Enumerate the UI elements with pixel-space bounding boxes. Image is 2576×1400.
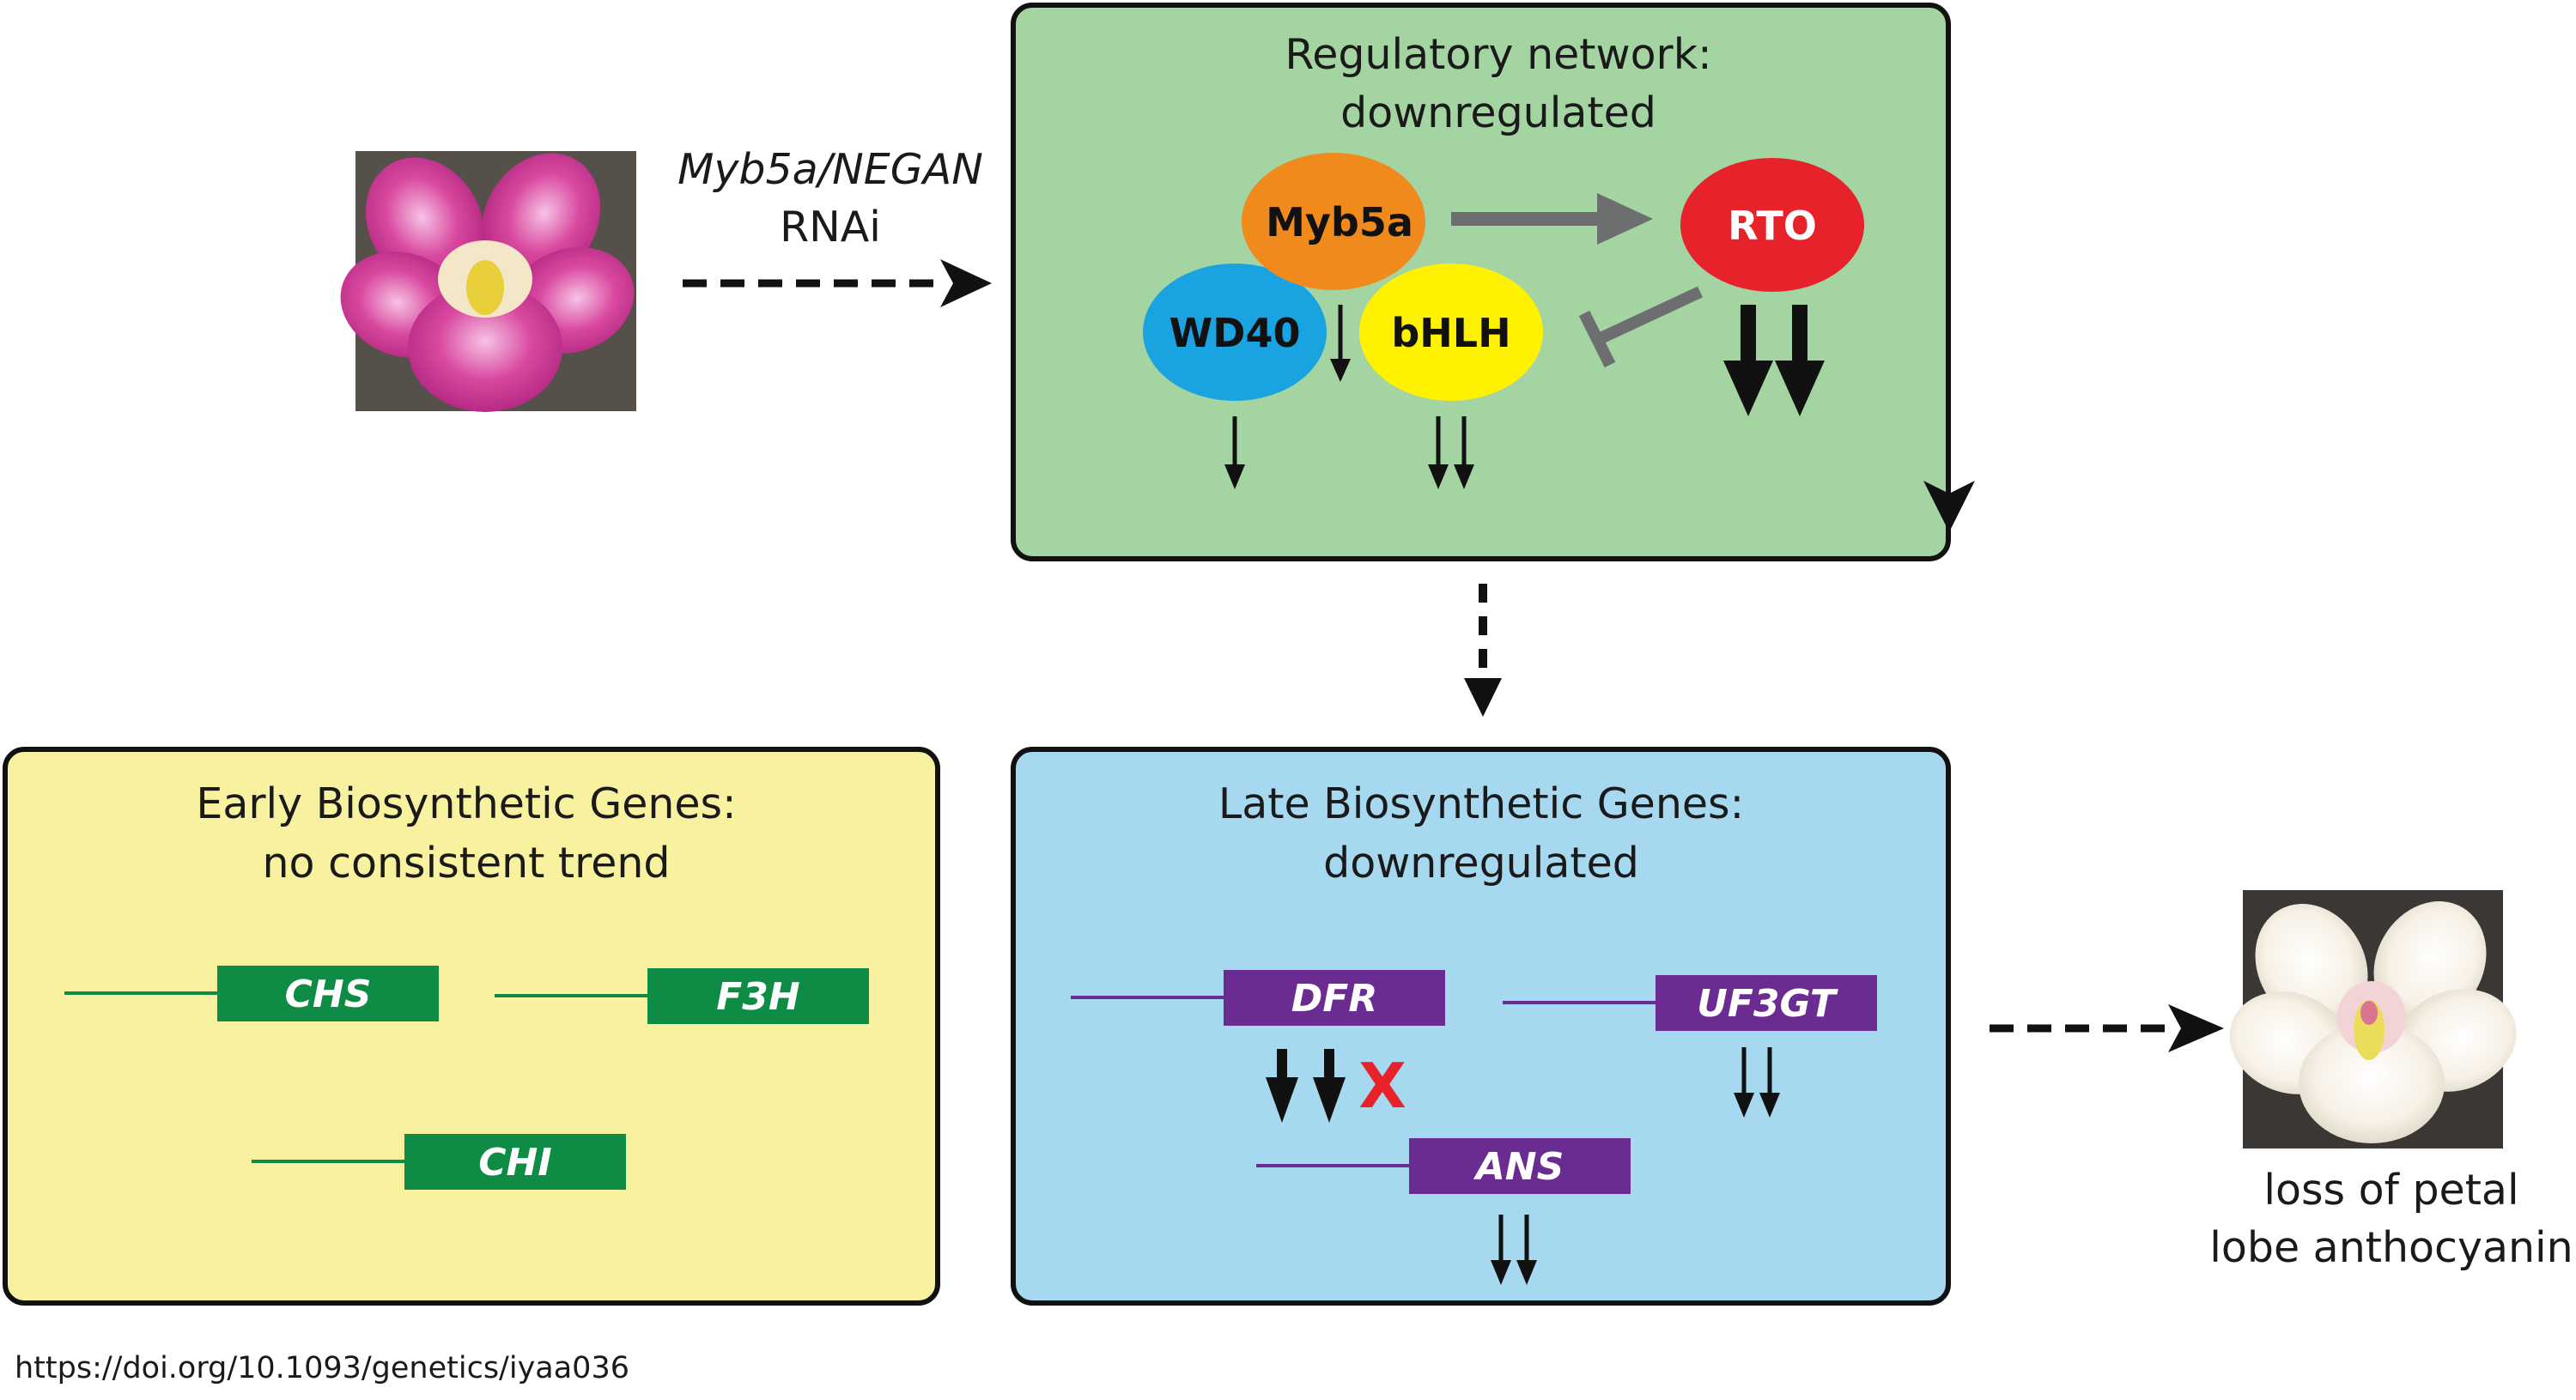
uf3gt-double-down-arrow	[1734, 1047, 1780, 1118]
gene-uf3gt: UF3GT	[1503, 975, 1877, 1031]
myb5a-down-arrow	[1330, 305, 1351, 382]
outcome-line1: loss of petal	[2263, 1166, 2518, 1215]
gene-uf3gt-label: UF3GT	[1697, 982, 1838, 1026]
regulatory-box-title-line1: Regulatory network:	[1285, 30, 1711, 79]
ans-double-down-arrow	[1491, 1215, 1537, 1285]
gene-dfr: DFR	[1071, 970, 1445, 1026]
dfr-blocked-mark: X	[1358, 1050, 1406, 1122]
regulatory-to-late-arrow	[1464, 584, 1502, 717]
gene-f3h-label: F3H	[716, 975, 800, 1019]
gene-f3h: F3H	[495, 968, 869, 1024]
rto-inhibits-bhlh	[1578, 286, 1703, 368]
gene-ans: ANS	[1256, 1138, 1631, 1194]
late-to-outcome-arrow	[1990, 1004, 2224, 1052]
rnai-label-line1: Myb5a/NEGAN	[677, 145, 983, 194]
early-box-title-line1: Early Biosynthetic Genes:	[196, 779, 736, 828]
outcome-line2: lobe anthocyanin	[2209, 1223, 2573, 1272]
dfr-strong-down-arrow	[1266, 1049, 1346, 1123]
early-box-title-line2: no consistent trend	[262, 839, 670, 888]
late-box-title-line2: downregulated	[1323, 839, 1639, 888]
rto-label: RTO	[1728, 203, 1817, 249]
corner-arrowhead	[1923, 481, 1975, 532]
doi-link[interactable]: https://doi.org/10.1093/genetics/iyaa036	[15, 1351, 629, 1385]
myb5a-label: Myb5a	[1266, 199, 1413, 245]
late-box-title-line1: Late Biosynthetic Genes:	[1218, 779, 1744, 828]
late-box-frame	[1011, 747, 1951, 1306]
wd40-label: WD40	[1170, 310, 1301, 356]
pink-flower-photo	[340, 151, 636, 412]
gene-chs: CHS	[64, 966, 439, 1021]
myb5a-to-rto-arrow	[1451, 193, 1653, 245]
early-genes-box: Early Biosynthetic Genes: no consistent …	[3, 747, 940, 1306]
wd40-node	[1143, 264, 1327, 401]
rnai-label-line2: RNAi	[780, 203, 881, 252]
gene-dfr-label: DFR	[1291, 977, 1377, 1021]
rto-strong-down-arrow	[1723, 305, 1825, 416]
bhlh-double-down-arrow	[1428, 416, 1474, 489]
regulatory-network-box: Regulatory network: downregulated WD40 b…	[1011, 3, 1975, 561]
rnai-arrow	[683, 259, 992, 307]
regulatory-box-title-line2: downregulated	[1340, 88, 1656, 137]
wd40-down-arrow	[1224, 416, 1245, 489]
rto-node	[1680, 158, 1864, 292]
myb5a-node	[1242, 153, 1425, 290]
gene-chs-label: CHS	[285, 973, 372, 1016]
early-box-frame	[3, 747, 940, 1306]
gene-chi-label: CHI	[478, 1141, 552, 1185]
gene-chi: CHI	[252, 1134, 626, 1190]
gene-ans-label: ANS	[1473, 1145, 1564, 1189]
bhlh-label: bHLH	[1391, 310, 1510, 356]
bhlh-node	[1359, 264, 1543, 401]
late-genes-box: Late Biosynthetic Genes: downregulated D…	[1011, 747, 1951, 1306]
white-flower-photo	[2229, 890, 2517, 1148]
